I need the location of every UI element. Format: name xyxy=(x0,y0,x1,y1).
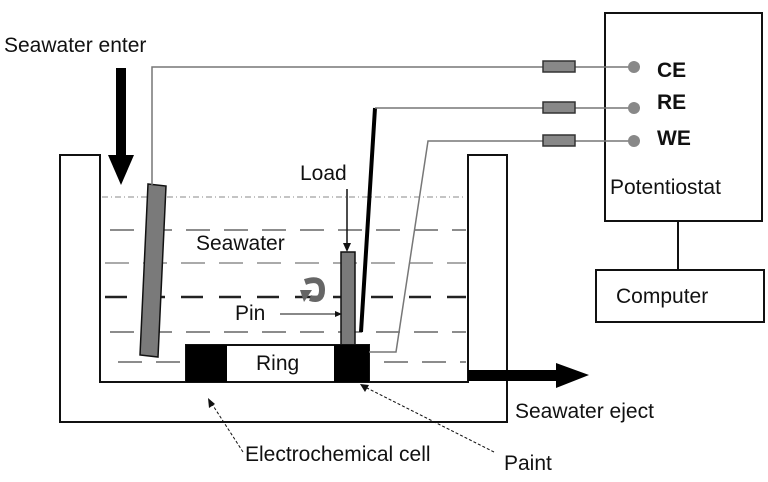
paint-label: Paint xyxy=(504,452,552,475)
seawater-eject-arrow xyxy=(468,363,589,388)
cell-leader xyxy=(208,398,244,453)
ce-plug xyxy=(542,60,576,73)
potentiostat-label: Potentiostat xyxy=(610,176,721,199)
we-terminal xyxy=(628,135,640,147)
rotation-arrow-icon xyxy=(300,277,326,302)
seawater-eject-label: Seawater eject xyxy=(515,400,654,423)
ce-label: CE xyxy=(657,59,686,82)
pin-rod xyxy=(340,251,356,346)
computer-label: Computer xyxy=(616,285,708,308)
seawater-enter-label: Seawater enter xyxy=(4,34,146,57)
connector-plugs xyxy=(542,60,576,147)
re-plug xyxy=(542,101,576,114)
we-plug xyxy=(542,134,576,147)
reference-electrode xyxy=(359,107,377,333)
ring-label: Ring xyxy=(256,352,299,375)
paint-block-left xyxy=(186,345,227,382)
electrochemical-cell-tank xyxy=(59,154,508,423)
load-arrow xyxy=(343,189,351,252)
paint-block-right xyxy=(334,345,369,382)
terminal-dots xyxy=(628,61,640,147)
pin-leader xyxy=(280,311,342,317)
computer-box xyxy=(595,269,765,323)
paint-leader xyxy=(360,384,495,453)
pin-label: Pin xyxy=(235,302,265,325)
wires xyxy=(151,66,633,353)
seawater-enter-arrow xyxy=(108,68,134,185)
we-label: WE xyxy=(657,127,691,150)
ce-terminal xyxy=(628,61,640,73)
re-terminal xyxy=(628,102,640,114)
electrochemical-cell-label: Electrochemical cell xyxy=(245,443,431,466)
counter-electrode-rod xyxy=(139,183,167,358)
seawater-label: Seawater xyxy=(196,232,285,255)
re-label: RE xyxy=(657,91,686,114)
load-label: Load xyxy=(300,162,347,185)
potentiostat-box xyxy=(604,12,763,222)
